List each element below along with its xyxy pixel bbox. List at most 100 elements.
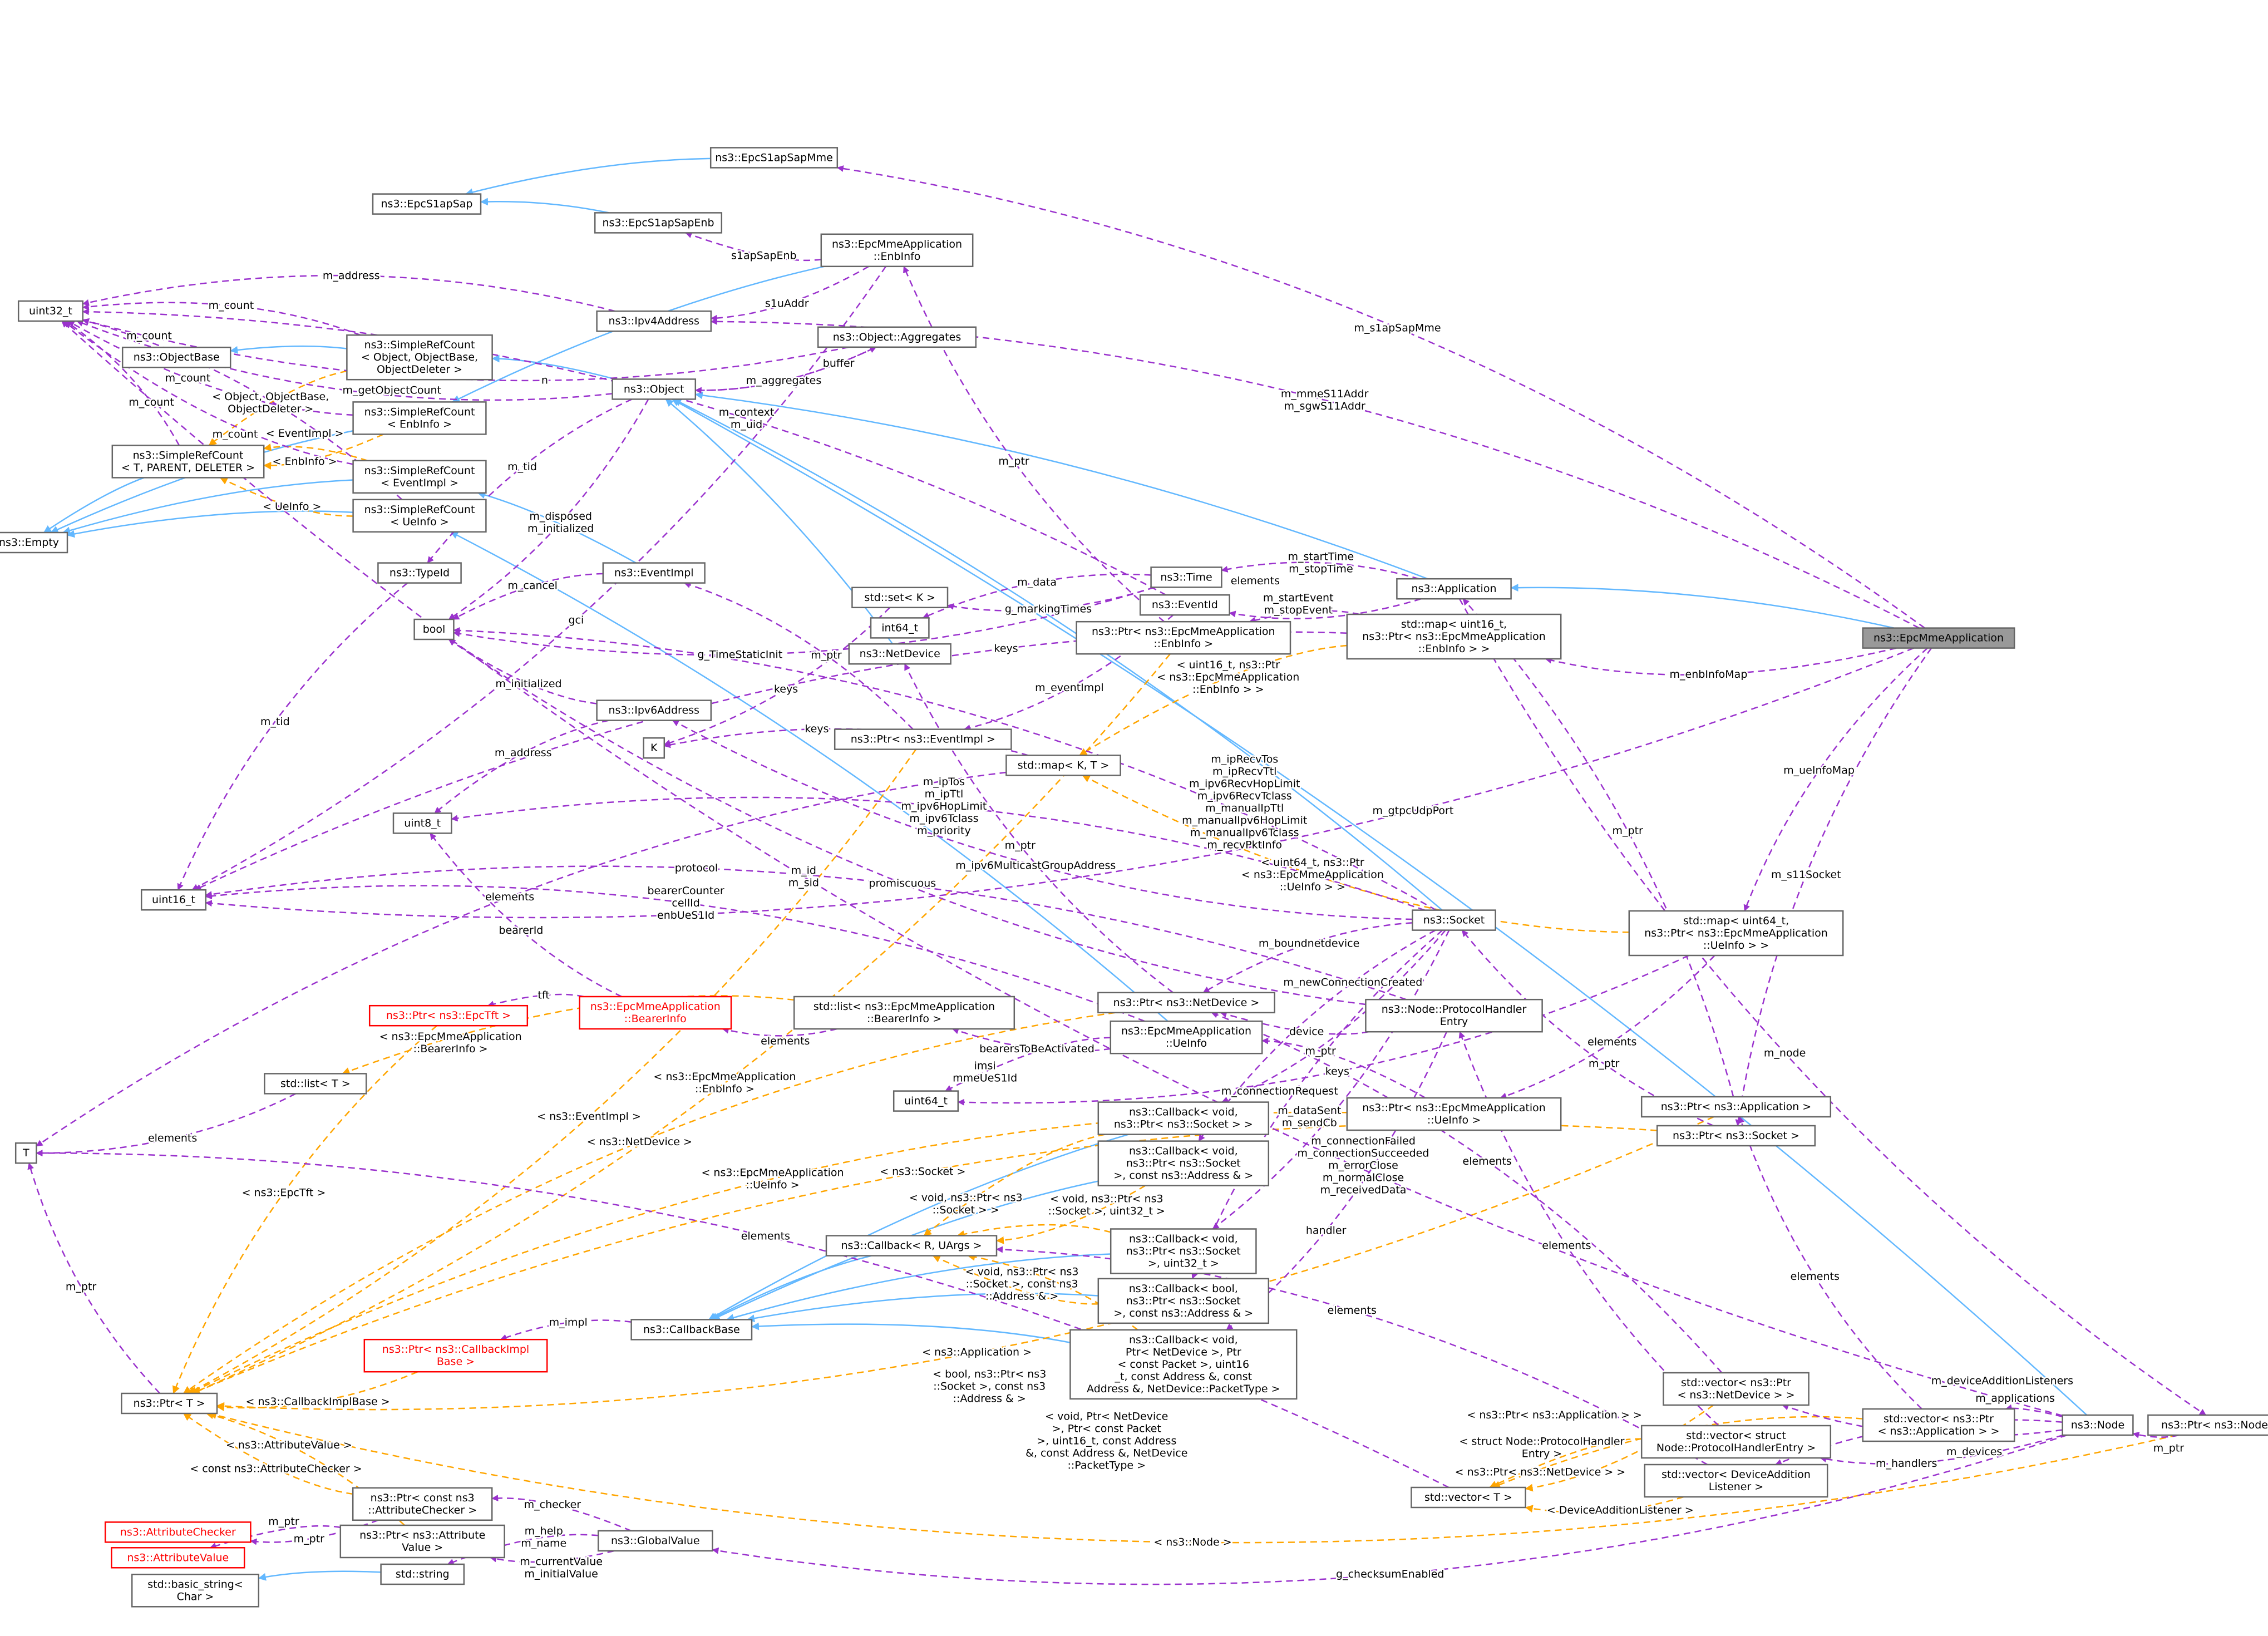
class-node-ns3-application[interactable]: ns3::Application (1396, 578, 1512, 600)
class-node-ns3-ipv6address[interactable]: ns3::Ipv6Address (596, 699, 712, 721)
class-node-ns3-callback-void-ns3-ptr-ns3-socket[interactable]: ns3::Callback< void,ns3::Ptr< ns3::Socke… (1097, 1101, 1270, 1135)
class-node-std-vector-t[interactable]: std::vector< T > (1411, 1486, 1526, 1509)
class-node-ns3-attributevalue[interactable]: ns3::AttributeValue (111, 1547, 245, 1569)
node-box (1862, 627, 2015, 649)
class-node-std-basic-string-char[interactable]: std::basic_string<Char > (131, 1574, 260, 1608)
class-node-k[interactable]: K (643, 737, 665, 759)
class-node-ns3-empty[interactable]: ns3::Empty (0, 531, 68, 554)
class-node-ns3-ptr-ns3-application[interactable]: ns3::Ptr< ns3::Application > (1640, 1096, 1832, 1118)
class-node-ns3-callback-void-ns3-ptr-ns3-socket-uint32-t[interactable]: ns3::Callback< void,ns3::Ptr< ns3::Socke… (1110, 1228, 1257, 1274)
class-node-std-map-uint16-t-ns3-ptr-ns3-epcmmeapplication-enbinfo[interactable]: std::map< uint16_t,ns3::Ptr< ns3::EpcMme… (1346, 613, 1562, 660)
class-node-ns3-ptr-ns3-node[interactable]: ns3::Ptr< ns3::Node > (2147, 1414, 2268, 1436)
class-node-ns3-ipv4address[interactable]: ns3::Ipv4Address (596, 310, 712, 332)
edge-line (177, 582, 408, 891)
class-node-ns3-simplerefcount-enbinfo[interactable]: ns3::SimpleRefCount< EnbInfo > (352, 401, 487, 435)
class-node-t[interactable]: T (14, 1142, 37, 1164)
edge-label: tft (538, 989, 549, 1002)
class-node-int64-t[interactable]: int64_t (870, 617, 930, 639)
inherit-edge (747, 1293, 1098, 1322)
node-box (0, 531, 68, 554)
class-node-uint16-t[interactable]: uint16_t (140, 889, 207, 911)
class-node-ns3-callback-bool-ns3-ptr-ns3-socket-const-ns3-address[interactable]: ns3::Callback< bool,ns3::Ptr< ns3::Socke… (1097, 1278, 1270, 1324)
class-node-ns3-ptr-ns3-netdevice[interactable]: ns3::Ptr< ns3::NetDevice > (1097, 992, 1275, 1014)
class-node-ns3-ptr-ns3-socket[interactable]: ns3::Ptr< ns3::Socket > (1656, 1125, 1816, 1147)
inherit-edge (67, 510, 353, 538)
class-node-ns3-callback-r-uargs[interactable]: ns3::Callback< R, UArgs > (825, 1235, 998, 1256)
class-node-ns3-ptr-ns3-eventimpl[interactable]: ns3::Ptr< ns3::EventImpl > (834, 728, 1012, 750)
class-node-ns3-callback-void-ns3-ptr-ns3-socket-const-ns3-address[interactable]: ns3::Callback< void,ns3::Ptr< ns3::Socke… (1097, 1140, 1270, 1186)
class-node-ns3-simplerefcount-t-parent-deleter[interactable]: ns3::SimpleRefCount< T, PARENT, DELETER … (111, 445, 265, 479)
class-node-ns3-epcmmeapplication[interactable]: ns3::EpcMmeApplication (1862, 627, 2015, 649)
edge-line (191, 653, 1171, 1394)
class-node-ns3-ptr-t[interactable]: ns3::Ptr< T > (121, 1392, 218, 1415)
class-node-ns3-callback-void-ptr-netdevice-ptr-const-packet-uint16-t-const-address-const-address-netdevice-packettype[interactable]: ns3::Callback< void,Ptr< NetDevice >, Pt… (1069, 1329, 1298, 1400)
class-node-std-list-t[interactable]: std::list< T > (264, 1073, 367, 1095)
inherit-edge (751, 1322, 1071, 1343)
edge-label: elements (761, 1035, 810, 1047)
class-node-ns3-ptr-const-ns3-attributechecker[interactable]: ns3::Ptr< const ns3::AttributeChecker > (352, 1487, 493, 1521)
class-node-ns3-epcmmeapplication-bearerinfo[interactable]: ns3::EpcMmeApplication::BearerInfo (579, 996, 732, 1030)
class-node-ns3-socket[interactable]: ns3::Socket (1412, 909, 1496, 931)
node-label: std::list< T > (280, 1077, 351, 1090)
class-node-bool[interactable]: bool (413, 618, 455, 640)
node-box (372, 193, 482, 215)
member-edge (451, 796, 1425, 911)
class-node-std-set-k[interactable]: std::set< K > (851, 587, 949, 609)
node-label: ns3::AttributeChecker (120, 1526, 236, 1538)
node-label: ns3::CallbackBase (643, 1323, 740, 1336)
class-node-ns3-time[interactable]: ns3::Time (1150, 566, 1222, 588)
class-node-ns3-simplerefcount-object-objectbase-objectdeleter[interactable]: ns3::SimpleRefCount< Object, ObjectBase,… (346, 334, 493, 381)
node-box (817, 326, 977, 348)
edge-label: m_initialized (495, 678, 561, 690)
class-node-std-map-k-t[interactable]: std::map< K, T > (1005, 755, 1121, 776)
class-node-ns3-epcs1apsapmme[interactable]: ns3::EpcS1apSapMme (709, 147, 839, 169)
edge-label: promiscuous (869, 878, 936, 890)
class-node-ns3-epcmmeapplication-ueinfo[interactable]: ns3::EpcMmeApplication::UeInfo (1110, 1020, 1263, 1054)
node-label: ns3::EpcMmeApplication::UeInfo (1121, 1025, 1251, 1049)
edge-line (448, 638, 597, 704)
class-node-uint64-t[interactable]: uint64_t (893, 1090, 959, 1112)
class-node-ns3-simplerefcount-eventimpl[interactable]: ns3::SimpleRefCount< EventImpl > (352, 460, 487, 494)
class-node-ns3-simplerefcount-ueinfo[interactable]: ns3::SimpleRefCount< UeInfo > (352, 499, 487, 533)
class-node-ns3-objectbase[interactable]: ns3::ObjectBase (121, 346, 231, 368)
class-node-ns3-typeid[interactable]: ns3::TypeId (377, 562, 462, 584)
class-node-ns3-eventimpl[interactable]: ns3::EventImpl (602, 562, 706, 584)
class-node-std-map-uint64-t-ns3-ptr-ns3-epcmmeapplication-ueinfo[interactable]: std::map< uint64_t,ns3::Ptr< ns3::EpcMme… (1628, 910, 1844, 957)
class-node-uint8-t[interactable]: uint8_t (392, 812, 452, 834)
node-label: ns3::Socket (1423, 914, 1485, 927)
class-node-std-list-ns3-epcmmeapplication-bearerinfo[interactable]: std::list< ns3::EpcMmeApplication::Beare… (793, 996, 1015, 1030)
class-node-ns3-attributechecker[interactable]: ns3::AttributeChecker (104, 1521, 252, 1543)
class-node-ns3-eventid[interactable]: ns3::EventId (1139, 594, 1230, 616)
node-box (612, 378, 697, 400)
class-node-ns3-callbackbase[interactable]: ns3::CallbackBase (630, 1319, 753, 1341)
edge-label: < ns3::CallbackImplBase > (246, 1396, 390, 1408)
class-node-uint32-t[interactable]: uint32_t (17, 300, 84, 322)
class-node-ns3-globalvalue[interactable]: ns3::GlobalValue (597, 1530, 713, 1552)
class-node-std-vector-ns3-ptr-ns3-application[interactable]: std::vector< ns3::Ptr< ns3::Application … (1862, 1408, 2015, 1442)
class-node-ns3-epcmmeapplication-enbinfo[interactable]: ns3::EpcMmeApplication::EnbInfo (820, 233, 974, 268)
class-node-ns3-ptr-ns3-epcmmeapplication-enbinfo[interactable]: ns3::Ptr< ns3::EpcMmeApplication::EnbInf… (1076, 620, 1291, 655)
class-node-ns3-object-aggregates[interactable]: ns3::Object::Aggregates (817, 326, 977, 348)
class-node-ns3-object[interactable]: ns3::Object (612, 378, 697, 400)
node-label: std::basic_string<Char > (147, 1578, 243, 1603)
class-node-ns3-ptr-ns3-epctft[interactable]: ns3::Ptr< ns3::EpcTft > (368, 1004, 529, 1027)
inherit-edge (491, 354, 616, 380)
edge-line (230, 345, 347, 354)
class-node-ns3-node[interactable]: ns3::Node (2062, 1414, 2134, 1436)
class-node-ns3-ptr-ns3-epcmmeapplication-ueinfo[interactable]: ns3::Ptr< ns3::EpcMmeApplication::UeInfo… (1346, 1097, 1562, 1131)
node-box (363, 1338, 548, 1373)
node-label: ns3::Callback< void,ns3::Ptr< ns3::Socke… (1113, 1145, 1253, 1182)
class-node-std-string[interactable]: std::string (380, 1563, 465, 1585)
class-node-std-vector-ns3-ptr-ns3-netdevice[interactable]: std::vector< ns3::Ptr< ns3::NetDevice > … (1663, 1372, 1810, 1406)
class-node-ns3-epcs1apsapenb[interactable]: ns3::EpcS1apSapEnb (594, 212, 723, 234)
node-box (377, 562, 462, 584)
class-node-ns3-epcs1apsap[interactable]: ns3::EpcS1apSap (372, 193, 482, 215)
class-node-ns3-netdevice[interactable]: ns3::NetDevice (848, 643, 951, 665)
